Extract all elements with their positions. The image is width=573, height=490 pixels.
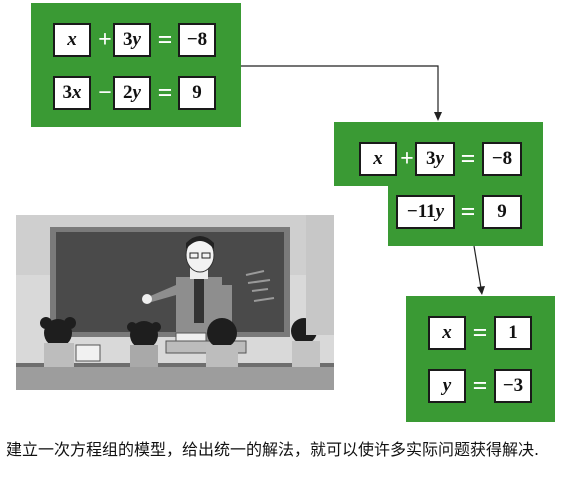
step3-row1-equals: = <box>472 318 488 347</box>
blackboard <box>56 232 284 332</box>
step3-row2-var: y <box>428 369 466 403</box>
step3-row2-rhs: −3 <box>494 369 532 403</box>
books-on-desk <box>175 332 207 342</box>
step1-row1-term-x: x <box>53 23 91 57</box>
arrowhead-step2 <box>434 112 442 121</box>
step3-row2-equals: = <box>472 371 488 400</box>
step2-row2-equals: = <box>460 197 476 226</box>
step2-row1-equals: = <box>460 144 476 173</box>
step1-row1-rhs: −8 <box>178 23 216 57</box>
step1-row1-equals: = <box>157 25 173 54</box>
step1-row2-rhs: 9 <box>178 76 216 110</box>
step1-row2-equals: = <box>157 78 173 107</box>
student-desks <box>16 365 334 390</box>
wall-pillar <box>306 215 334 335</box>
caption-text: 建立一次方程组的模型，给出统一的解法，就可以使许多实际问题获得解决. <box>6 440 540 459</box>
classroom-illustration <box>16 215 334 390</box>
chalk-marks <box>245 270 275 302</box>
step3-panel: x = 1 y = −3 <box>406 296 555 422</box>
step3-row1-var: x <box>428 316 466 350</box>
teacher-figure <box>142 236 232 343</box>
arrowhead-step3 <box>477 286 485 295</box>
connector-step2-to-step3 <box>473 245 482 289</box>
step3-row1-rhs: 1 <box>494 316 532 350</box>
step2-row2-rhs: 9 <box>482 195 522 229</box>
step1-row2-minus: − <box>98 79 112 106</box>
step2-row1-plus: + <box>400 145 414 172</box>
step2-row1-term-x: x <box>359 142 397 176</box>
step2-row1-rhs: −8 <box>482 142 522 176</box>
desk-edge <box>16 363 334 367</box>
connector-step1-to-step2 <box>241 65 439 114</box>
step1-row1-plus: + <box>98 26 112 53</box>
